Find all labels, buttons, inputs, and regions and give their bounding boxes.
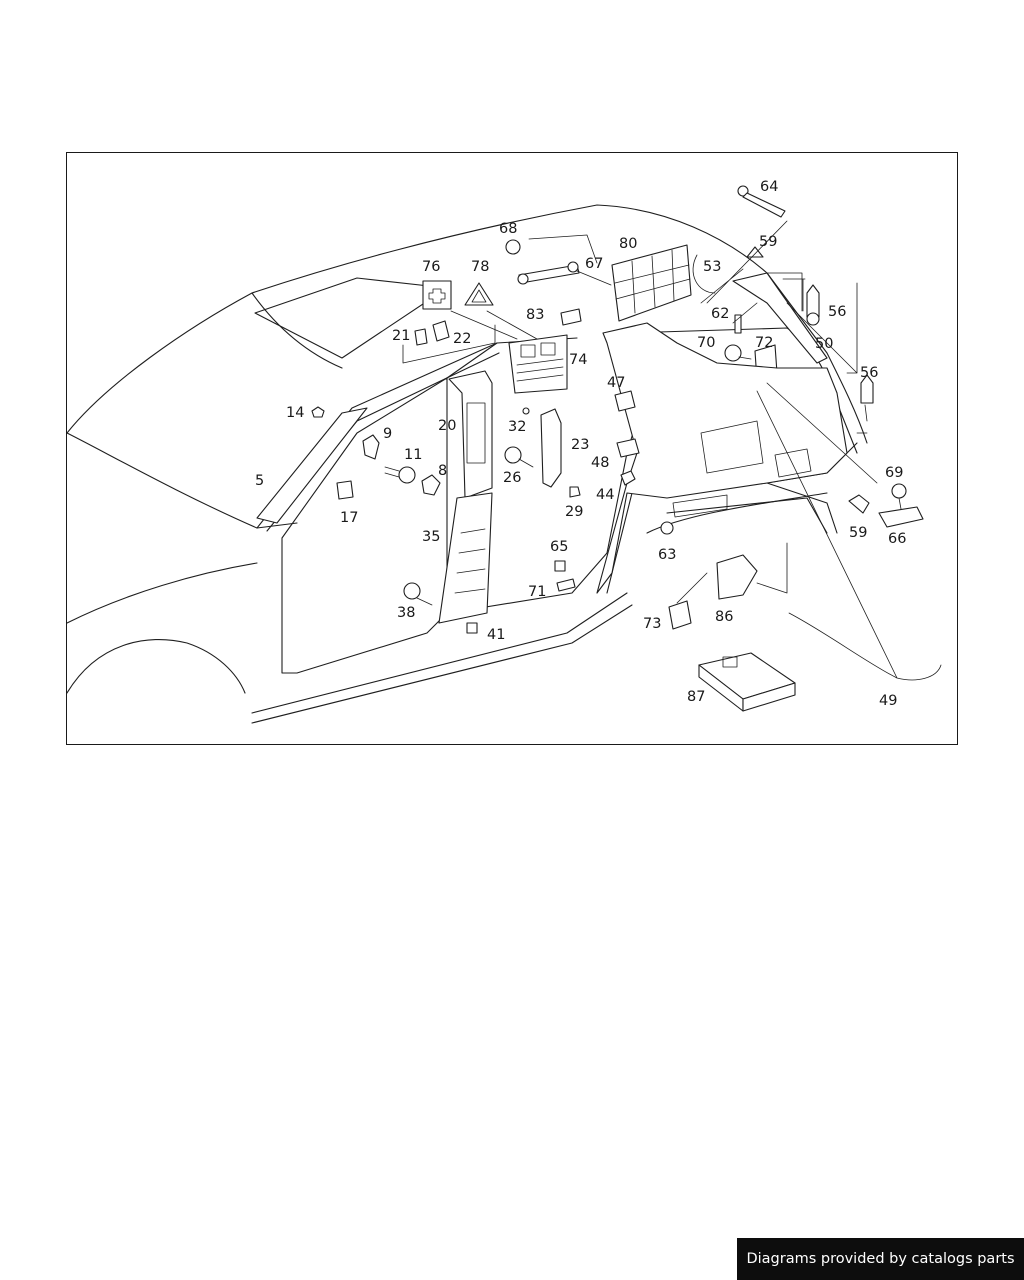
callout-11: 11	[404, 447, 422, 463]
callout-62: 62	[711, 306, 729, 322]
callout-23: 23	[571, 437, 589, 453]
strap-53	[692, 254, 716, 294]
callout-29: 29	[565, 504, 583, 520]
callout-64: 64	[760, 179, 778, 195]
callout-44: 44	[596, 487, 614, 503]
callout-49: 49	[879, 693, 897, 709]
handle-48	[616, 438, 640, 458]
clip-29	[569, 486, 581, 498]
fastener-71	[556, 578, 576, 592]
leader-lines	[450, 220, 878, 604]
callout-69: 69	[885, 465, 903, 481]
clip-17	[336, 480, 354, 500]
screw-56-upper	[806, 284, 820, 326]
callout-20: 20	[438, 418, 456, 434]
screw-69	[891, 483, 907, 510]
rear-trim-panel-50	[732, 272, 828, 364]
clip-8	[421, 474, 441, 496]
attribution-text: Diagrams provided by catalogs parts	[746, 1251, 1015, 1267]
attribution-footer: Diagrams provided by catalogs parts	[737, 1238, 1024, 1280]
handle-47	[614, 390, 636, 412]
callout-80: 80	[619, 236, 637, 252]
callout-68: 68	[499, 221, 517, 237]
clip-set-21-22	[402, 320, 496, 364]
b-pillar-lower-trim	[438, 492, 493, 624]
first-aid-kit-icon	[422, 280, 452, 310]
callout-73: 73	[643, 616, 661, 632]
clip-59-lower	[848, 494, 870, 514]
clip-73	[668, 600, 692, 630]
callout-78: 78	[471, 259, 489, 275]
switch-83	[560, 308, 582, 326]
nut-32	[522, 407, 530, 415]
screw-11	[384, 466, 416, 484]
vent-grille-74	[508, 334, 568, 394]
callout-76: 76	[422, 259, 440, 275]
callout-59-lower: 59	[849, 525, 867, 541]
first-aid-box-87	[698, 652, 796, 712]
callout-9: 9	[383, 426, 392, 442]
callout-8: 8	[438, 463, 447, 479]
callout-26: 26	[503, 470, 521, 486]
cover-86	[716, 554, 758, 600]
cable-49	[788, 612, 942, 681]
screw-62	[734, 314, 742, 334]
callout-35: 35	[422, 529, 440, 545]
rod-64	[737, 185, 786, 218]
callout-72: 72	[755, 335, 773, 351]
callout-48: 48	[591, 455, 609, 471]
bracket-66	[878, 506, 924, 528]
warning-triangle-icon	[464, 282, 494, 306]
screw-26	[504, 446, 534, 468]
callout-56-upper: 56	[828, 304, 846, 320]
rear-quarter-trim	[596, 322, 848, 594]
callout-63: 63	[658, 547, 676, 563]
callout-66: 66	[888, 531, 906, 547]
callout-50: 50	[815, 336, 833, 352]
callout-22: 22	[453, 331, 471, 347]
parts-diagram-frame: 5 14 9 11 8 17 20 21 22 35 38 41 32 26 2…	[66, 152, 958, 745]
clip-14	[311, 406, 325, 418]
callout-74: 74	[569, 352, 587, 368]
clip-65	[554, 560, 566, 572]
callout-70: 70	[697, 335, 715, 351]
callout-56-lower: 56	[860, 365, 878, 381]
callout-87: 87	[687, 689, 705, 705]
grommet-63	[660, 521, 674, 535]
b-pillar-upper-trim	[448, 370, 493, 499]
cable-49-leader	[756, 390, 898, 679]
a-pillar-trim	[256, 407, 368, 524]
callout-71: 71	[528, 584, 546, 600]
hinge-67-68	[505, 234, 598, 285]
bracket-23	[540, 408, 562, 488]
clip-44	[620, 470, 636, 486]
callout-83: 83	[526, 307, 544, 323]
screw-38	[403, 582, 433, 606]
callout-5: 5	[255, 473, 264, 489]
bracket-9	[362, 434, 380, 460]
parts-diagram: 5 14 9 11 8 17 20 21 22 35 38 41 32 26 2…	[67, 179, 942, 724]
callout-67: 67	[585, 256, 603, 272]
callout-86: 86	[715, 609, 733, 625]
clip-41	[466, 622, 478, 634]
callout-53: 53	[703, 259, 721, 275]
callout-21: 21	[392, 328, 410, 344]
cargo-cover-80	[611, 244, 692, 322]
callout-38: 38	[397, 605, 415, 621]
callout-labels: 5 14 9 11 8 17 20 21 22 35 38 41 32 26 2…	[255, 179, 906, 709]
callout-47: 47	[607, 375, 625, 391]
callout-65: 65	[550, 539, 568, 555]
callout-41: 41	[487, 627, 505, 643]
screw-56-lower	[860, 374, 874, 422]
callout-17: 17	[340, 510, 358, 526]
callout-59-upper: 59	[759, 234, 777, 250]
screw-70	[724, 344, 752, 362]
callout-14: 14	[286, 405, 304, 421]
callout-32: 32	[508, 419, 526, 435]
clip-59-upper	[746, 246, 764, 258]
